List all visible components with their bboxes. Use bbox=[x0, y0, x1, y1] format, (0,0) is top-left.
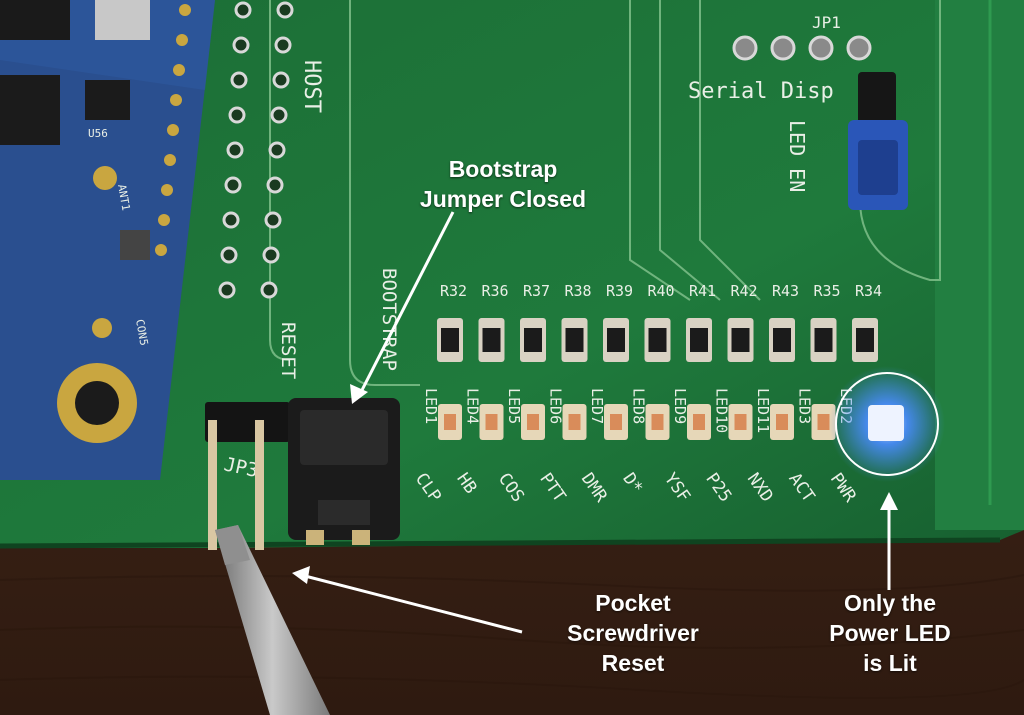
resistor-label: R41 bbox=[689, 282, 716, 300]
power-led bbox=[868, 405, 904, 441]
silkscreen-lines bbox=[269, 0, 941, 386]
resistor-label: R40 bbox=[648, 282, 675, 300]
resistor-core bbox=[814, 328, 833, 352]
jp1-label: JP1 bbox=[812, 13, 841, 32]
led-label: LED10 bbox=[713, 388, 731, 433]
reset-label: RESET bbox=[277, 322, 299, 379]
power-led-callout-line-1: Only the bbox=[843, 590, 936, 616]
resistor-label: R37 bbox=[523, 282, 550, 300]
power-led-callout-line-2: Power LED bbox=[829, 620, 951, 646]
resistor-core bbox=[731, 328, 750, 352]
reset-header bbox=[205, 402, 290, 550]
led-die bbox=[527, 414, 539, 430]
led-die bbox=[568, 414, 581, 430]
resistor-core bbox=[690, 328, 708, 352]
power-led-callout-line-3: is Lit bbox=[863, 650, 917, 676]
resistor-core bbox=[856, 328, 874, 352]
led-label: LED4 bbox=[464, 388, 482, 424]
resistor-core bbox=[565, 328, 584, 352]
bootstrap-callout: Bootstrap Jumper Closed bbox=[398, 154, 608, 214]
module-pin-row bbox=[155, 4, 191, 256]
resistor-label: R32 bbox=[440, 282, 467, 300]
resistor-core bbox=[482, 328, 501, 352]
led-label: LED11 bbox=[754, 388, 772, 433]
led-en-jumper bbox=[848, 72, 908, 210]
reset-callout-line-2: Screwdriver bbox=[567, 620, 699, 646]
led-die bbox=[693, 414, 705, 430]
pocket-screwdriver bbox=[215, 525, 330, 715]
host-label: HOST bbox=[299, 60, 324, 113]
led-die bbox=[485, 414, 498, 430]
resistor-core bbox=[648, 328, 667, 352]
pcb-right-strip bbox=[935, 0, 1024, 530]
resistor-label: R38 bbox=[565, 282, 592, 300]
jp1-header bbox=[732, 35, 872, 61]
led-label: LED5 bbox=[505, 388, 523, 424]
resistor-core bbox=[773, 328, 791, 352]
led-label: LED8 bbox=[630, 388, 648, 424]
led-en-label: LED EN bbox=[785, 120, 809, 192]
wood-grain bbox=[0, 574, 1024, 699]
blue-module: U56 ANT1 CON5 bbox=[0, 0, 215, 480]
host-header-holes bbox=[218, 1, 294, 299]
resistor-label: R43 bbox=[772, 282, 799, 300]
connector-label: CON5 bbox=[133, 318, 150, 346]
resistor-label: R36 bbox=[482, 282, 509, 300]
led-label: LED1 bbox=[422, 388, 440, 424]
led-die bbox=[776, 414, 788, 430]
power-led-callout: Only the Power LED is Lit bbox=[805, 588, 975, 678]
serial-disp-label: Serial Disp bbox=[688, 79, 834, 104]
led-die bbox=[610, 414, 622, 430]
chip-label: U56 bbox=[88, 127, 108, 140]
bootstrap-jumper bbox=[288, 398, 400, 545]
pcb-edge-highlight bbox=[0, 537, 1001, 549]
bootstrap-callout-line-2: Jumper Closed bbox=[419, 186, 587, 212]
reset-callout: Pocket Screwdriver Reset bbox=[538, 588, 728, 678]
led-label: LED7 bbox=[588, 388, 606, 424]
bootstrap-callout-line-1: Bootstrap bbox=[448, 156, 558, 182]
resistor-label: R39 bbox=[606, 282, 633, 300]
power-led-highlight-circle bbox=[835, 372, 939, 476]
resistor-label: R42 bbox=[731, 282, 758, 300]
reset-callout-line-1: Pocket bbox=[595, 590, 671, 616]
led-die bbox=[651, 414, 664, 430]
led-die bbox=[817, 414, 830, 430]
resistor-core bbox=[524, 328, 542, 352]
callout-arrows bbox=[292, 211, 898, 634]
led-die bbox=[734, 414, 747, 430]
resistor-label: R34 bbox=[855, 282, 882, 300]
led-label: LED3 bbox=[796, 388, 814, 424]
reset-callout-line-3: Reset bbox=[601, 650, 665, 676]
resistor-core bbox=[607, 328, 625, 352]
resistor-label: R35 bbox=[814, 282, 841, 300]
led-die bbox=[444, 414, 456, 430]
antenna-label: ANT1 bbox=[115, 183, 132, 211]
led-label: LED9 bbox=[671, 388, 689, 424]
led-label: LED6 bbox=[547, 388, 565, 424]
resistor-core bbox=[441, 328, 459, 352]
